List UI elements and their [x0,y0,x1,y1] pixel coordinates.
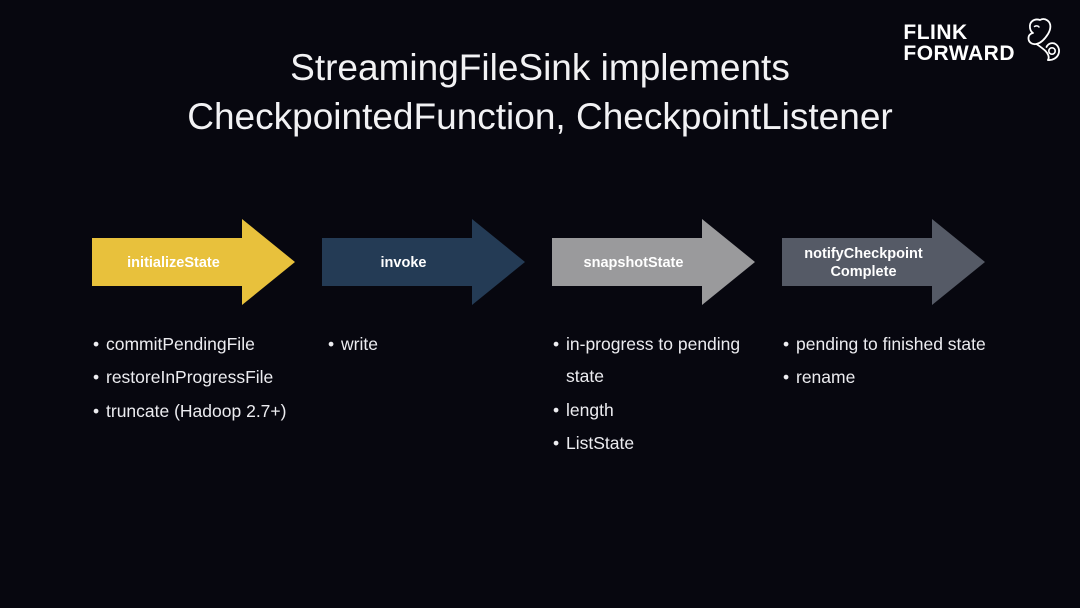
list-item-label: write [341,334,378,354]
list-item: • in-progress to pending state [553,328,768,393]
bullet-marker: • [553,433,560,454]
squirrel-icon [1018,14,1064,67]
logo-wordmark: FLINK FORWARD [903,22,1015,64]
list-item-label: rename [796,367,856,388]
bullet-marker: • [93,367,100,388]
list-item-label: truncate (Hadoop 2.7+) [106,400,287,421]
bullet-marker: • [553,399,560,420]
list-item-label: commitPendingFile [106,334,255,354]
bullet-column-invoke: • write [328,328,543,361]
bullet-marker: • [93,334,100,354]
bullet-column-notifycheckpointcomplete: • pending to finished state • rename [783,328,998,395]
slide-title: StreamingFileSink implements Checkpointe… [187,47,893,137]
list-item: • write [328,328,543,360]
list-item-label: length [566,399,614,420]
list-item-label: in-progress to pending state [566,334,741,387]
list-item-label: ListState [566,433,635,454]
list-item: • pending to finished state [783,328,998,360]
bullet-marker: • [328,334,335,354]
list-item-label: restoreInProgressFile [106,367,274,388]
bullet-marker: • [783,367,790,388]
list-item: • length [553,394,768,426]
arrow-shape-icon [552,219,755,305]
arrow-shape-icon [322,219,525,305]
bullet-column-snapshotstate: • in-progress to pending state • length … [553,328,768,461]
flow-step-snapshotstate[interactable]: snapshotState [552,216,755,308]
bullet-marker: • [783,334,790,354]
bullet-marker: • [93,400,100,421]
list-item-label: pending to finished state [796,334,986,354]
flink-forward-logo: FLINK FORWARD [903,18,1064,67]
flow-step-initializestate[interactable]: initializeState [92,216,295,308]
bullet-marker: • [553,334,560,354]
bullet-column-initializestate: • commitPendingFile • restoreInProgressF… [93,328,308,428]
arrow-shape-icon [782,219,985,305]
flow-step-notifycheckpointcomplete[interactable]: notifyCheckpoint Complete [782,216,985,308]
list-item: • ListState [553,427,768,459]
process-flow: initializeState invoke snapshotState not… [0,216,1080,312]
list-item: • truncate (Hadoop 2.7+) [93,395,308,427]
bullet-columns: • commitPendingFile • restoreInProgressF… [0,328,1080,478]
list-item: • restoreInProgressFile [93,361,308,393]
flow-step-invoke[interactable]: invoke [322,216,525,308]
arrow-shape-icon [92,219,295,305]
logo-line-flink: FLINK [903,20,968,44]
list-item: • rename [783,361,998,393]
logo-line-forward: FORWARD [903,41,1015,65]
list-item: • commitPendingFile [93,328,308,360]
